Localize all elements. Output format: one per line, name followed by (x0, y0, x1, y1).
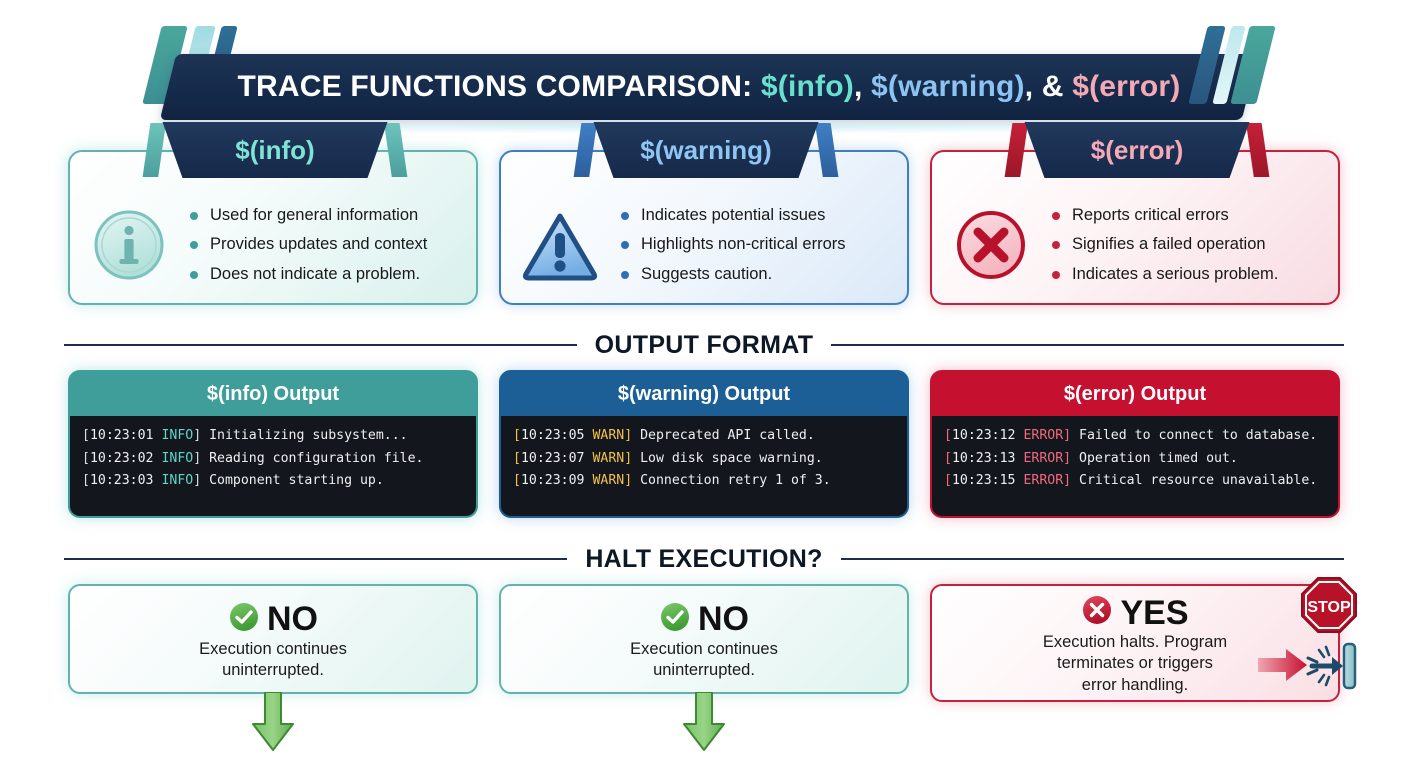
terminal-line: [10:23:09 WARN] Connection retry 1 of 3. (513, 473, 831, 489)
card-error-tab-label: $(error) (1090, 134, 1184, 165)
card-error-body: Reports critical errors Signifies a fail… (932, 184, 1338, 306)
green-check-circle-icon (228, 601, 260, 638)
halt-error-answer-group: YES (1081, 593, 1189, 632)
divider-line-right (831, 343, 1344, 347)
list-item: Does not indicate a problem. (188, 260, 464, 289)
title-sep-2: , & (1024, 70, 1064, 103)
list-item: Signifies a failed operation (1050, 230, 1326, 259)
section-divider-output-format: OUTPUT FORMAT (64, 330, 1344, 360)
tab-accent-right (815, 123, 839, 177)
terminal-line: [10:23:12 ERROR] Failed to connect to da… (944, 428, 1318, 443)
tab-accent-left (142, 123, 166, 177)
section-divider-halt-execution: HALT EXECUTION? (64, 544, 1344, 574)
output-block-error-header: $(error) Output (1063, 382, 1207, 405)
output-blocks-row: $(info) Output [10:23:01 INFO] Initializ… (0, 370, 1408, 520)
halt-warning-description: Execution continues uninterrupted. (630, 639, 778, 679)
output-block-error: $(error) Output [10:23:12 ERROR] Failed … (930, 370, 1340, 518)
card-warning-body: Indicates potential issues Highlights no… (501, 184, 907, 306)
list-item: Reports critical errors (1050, 201, 1326, 230)
halt-answers-row: NO Execution continues uninterrupted. (0, 584, 1408, 768)
title-prefix: TRACE FUNCTIONS COMPARISON: (237, 70, 753, 103)
tab-accent-right (1246, 123, 1270, 177)
card-info-body: Used for general information Provides up… (70, 184, 476, 306)
card-error-bullets: Reports critical errors Signifies a fail… (1050, 201, 1338, 289)
output-block-warning-header: $(warning) Output (617, 382, 791, 405)
red-x-circle-icon (1081, 594, 1113, 631)
card-info-bullets: Used for general information Provides up… (188, 201, 476, 289)
definition-cards-row: Used for general information Provides up… (0, 122, 1408, 312)
halt-info-answer: NO (267, 600, 318, 639)
list-item: Suggests caution. (619, 260, 895, 289)
error-circle-x-icon (932, 208, 1050, 282)
list-item: Provides updates and context (188, 230, 464, 259)
terminal-line: [10:23:13 ERROR] Operation timed out. (944, 450, 1238, 466)
list-item: Indicates potential issues (619, 201, 895, 230)
card-info-tab-body: $(info) (162, 122, 388, 178)
info-circle-icon (70, 208, 188, 282)
halt-warning-answer-group: NO (659, 601, 749, 638)
output-block-info-header: $(info) Output (206, 382, 340, 405)
terminal-warning: [10:23:05 WARN] Deprecated API called. [… (501, 416, 907, 516)
section-heading-halt-execution: HALT EXECUTION? (585, 544, 823, 573)
divider-line-right (840, 557, 1344, 561)
terminal-line: [10:23:01 INFO] Initializing subsystem..… (82, 428, 408, 443)
card-error-tab: $(error) (998, 122, 1276, 178)
terminal-line: [10:23:03 INFO] Component starting up. (82, 473, 384, 489)
halt-card-error: YES Execution halts. Program terminates … (930, 584, 1340, 702)
divider-line-left (64, 557, 568, 561)
red-right-arrow-icon (1258, 648, 1308, 687)
warning-triangle-icon (501, 208, 619, 282)
list-item: Used for general information (188, 201, 464, 230)
terminal-error: [10:23:12 ERROR] Failed to connect to da… (932, 416, 1338, 516)
card-info-tab: $(info) (136, 122, 414, 178)
terminal-line: [10:23:02 INFO] Reading configuration fi… (82, 450, 424, 466)
section-heading-output-format: OUTPUT FORMAT (594, 330, 814, 359)
list-item: Highlights non-critical errors (619, 230, 895, 259)
stop-sign-label: STOP (1307, 599, 1351, 616)
card-info-tab-label: $(info) (235, 134, 315, 165)
halt-info-answer-group: NO (228, 601, 318, 638)
card-warning-bullets: Indicates potential issues Highlights no… (619, 201, 907, 289)
divider-line-left (64, 343, 577, 347)
halt-impact-icon (1302, 638, 1358, 699)
halt-card-warning: NO Execution continues uninterrupted. (499, 584, 909, 694)
title-error-token: $(error) (1072, 70, 1181, 103)
card-warning-tab: $(warning) (567, 122, 845, 178)
card-warning-tab-label: $(warning) (640, 134, 772, 165)
tab-accent-right (384, 123, 408, 177)
list-item: Indicates a serious problem. (1050, 260, 1326, 289)
terminal-line: [10:23:15 ERROR] Critical resource unava… (944, 473, 1318, 489)
card-warning-tab-body: $(warning) (593, 122, 819, 178)
terminal-line: [10:23:07 WARN] Low disk space warning. (513, 450, 823, 466)
title-sep-1: , (853, 70, 863, 103)
card-error-tab-body: $(error) (1024, 122, 1250, 178)
halt-error-description: Execution halts. Program terminates or t… (1042, 633, 1228, 694)
halt-warning-answer: NO (698, 600, 749, 639)
terminal-info: [10:23:01 INFO] Initializing subsystem..… (70, 416, 476, 516)
title-info-token: $(info) (760, 70, 854, 103)
green-check-circle-icon (659, 601, 691, 638)
terminal-line: [10:23:05 WARN] Deprecated API called. (513, 428, 815, 443)
page-title: TRACE FUNCTIONS COMPARISON: $(info), $(w… (168, 54, 1250, 120)
green-down-arrow-icon (681, 691, 727, 754)
green-down-arrow-icon (250, 691, 296, 754)
halt-error-answer: YES (1120, 593, 1189, 632)
halt-card-info: NO Execution continues uninterrupted. (68, 584, 478, 694)
halt-info-description: Execution continues uninterrupted. (199, 639, 347, 679)
tab-accent-left (1004, 123, 1028, 177)
tab-accent-left (573, 123, 597, 177)
card-info: Used for general information Provides up… (68, 150, 478, 305)
stop-sign-icon: STOP (1300, 576, 1358, 639)
output-block-warning: $(warning) Output [10:23:05 WARN] Deprec… (499, 370, 909, 518)
title-banner: TRACE FUNCTIONS COMPARISON: $(info), $(w… (0, 24, 1408, 134)
output-block-info: $(info) Output [10:23:01 INFO] Initializ… (68, 370, 478, 518)
title-warning-token: $(warning) (871, 70, 1025, 103)
